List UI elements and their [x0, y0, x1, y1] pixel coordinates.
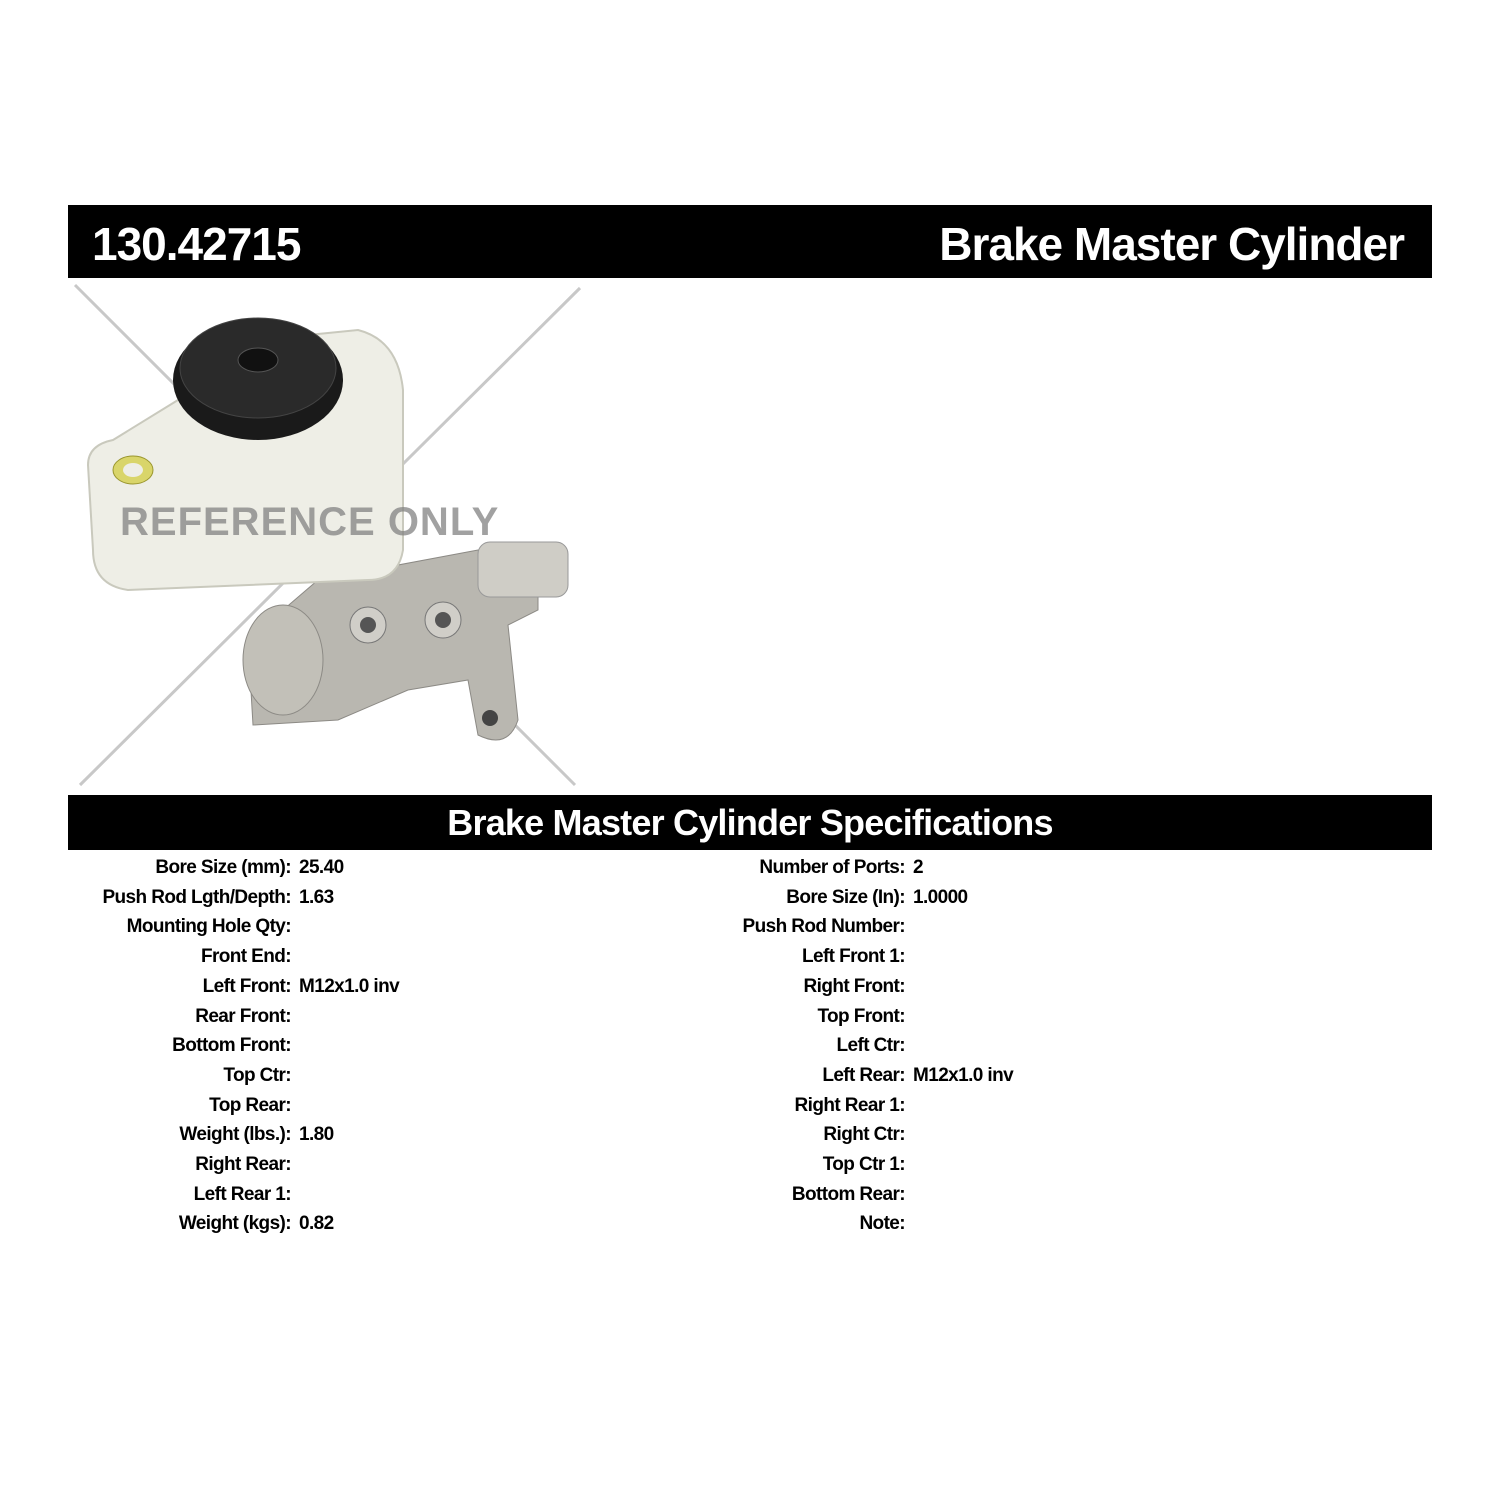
- spec-label: Left Front 1:: [801, 946, 906, 968]
- spec-value: 0.82: [299, 1213, 334, 1235]
- spec-label: Top Ctr 1:: [822, 1154, 906, 1175]
- spec-label: Left Rear 1:: [193, 1183, 292, 1205]
- spec-row: Bore Size (In): 1.0000: [0, 883, 968, 913]
- part-number: 130.42715: [92, 218, 301, 270]
- spec-row: Top Ctr 1:: [0, 1150, 906, 1180]
- spec-label: Right Ctr:: [823, 1124, 905, 1146]
- spec-label: Mounting Hole Qty:: [126, 916, 292, 938]
- spec-row: Push Rod Number:: [0, 912, 906, 942]
- spec-row: Rear Front:: [0, 1002, 291, 1032]
- spec-label: Left Front:: [202, 975, 292, 997]
- spec-row: Front End:: [0, 942, 292, 972]
- spec-label: Right Rear:: [195, 1154, 291, 1175]
- spec-label: Top Front:: [817, 1005, 905, 1027]
- spec-label: Right Front:: [803, 975, 906, 997]
- spec-label: Front End:: [200, 946, 292, 968]
- spec-label: Left Ctr:: [836, 1035, 906, 1057]
- reference-only-watermark: REFERENCE ONLY: [120, 500, 500, 544]
- spec-label: Top Rear:: [209, 1094, 291, 1116]
- part-name: Brake Master Cylinder: [939, 218, 1405, 270]
- spec-label: Right Rear 1:: [794, 1094, 906, 1116]
- spec-row: Right Rear:: [0, 1150, 291, 1180]
- spec-row: Right Ctr:: [0, 1120, 905, 1150]
- spec-value: M12x1.0 inv: [299, 975, 400, 997]
- spec-label: Left Rear:: [822, 1064, 905, 1086]
- spec-row: Top Ctr:: [0, 1061, 291, 1091]
- spec-row: Left Ctr:: [0, 1031, 906, 1061]
- spec-row: Mounting Hole Qty:: [0, 912, 292, 942]
- spec-label: Bore Size (mm):: [155, 857, 291, 878]
- spec-value: 1.0000: [913, 886, 968, 908]
- spec-label: Number of Ports:: [759, 857, 905, 878]
- title-bar: 130.42715 Brake Master Cylinder: [68, 205, 1432, 278]
- spec-row: Note:: [0, 1209, 905, 1239]
- spec-row: Bottom Rear:: [0, 1180, 906, 1210]
- master-cylinder-body: [242, 541, 569, 741]
- spec-row: Push Rod Lgth/Depth: 1.63: [0, 883, 334, 913]
- spec-row: Top Front:: [0, 1002, 905, 1032]
- spec-row: Bore Size (mm): 25.40: [0, 853, 344, 883]
- spec-value: 1.80: [299, 1124, 334, 1146]
- spec-row: Left Rear 1:: [0, 1180, 292, 1210]
- spec-row: Right Rear 1:: [0, 1091, 906, 1121]
- spec-value: 2: [913, 857, 924, 878]
- spec-label: Push Rod Lgth/Depth:: [102, 886, 291, 908]
- reservoir-cap: [173, 317, 343, 440]
- spec-label: Note:: [859, 1213, 905, 1235]
- spec-row: Weight (lbs.): 1.80: [0, 1120, 334, 1150]
- spec-value: 25.40: [299, 857, 344, 878]
- spec-label: Top Ctr:: [223, 1064, 291, 1086]
- spec-row: Number of Ports: 2: [0, 853, 923, 883]
- spec-row: Left Front 1:: [0, 942, 906, 972]
- product-image: REFERENCE ONLY: [68, 280, 588, 792]
- specifications-heading: Brake Master Cylinder Specifications: [68, 795, 1432, 850]
- spec-row: Weight (kgs): 0.82: [0, 1209, 334, 1239]
- spec-label: Bore Size (In):: [786, 886, 905, 908]
- spec-row: Left Front: M12x1.0 inv: [0, 972, 400, 1002]
- spec-row: Right Front:: [0, 972, 906, 1002]
- spec-label: Bottom Front:: [172, 1035, 291, 1057]
- spec-label: Push Rod Number:: [742, 916, 906, 938]
- spec-label: Weight (kgs):: [178, 1213, 292, 1235]
- spec-row: Bottom Front:: [0, 1031, 291, 1061]
- spec-label: Rear Front:: [195, 1005, 291, 1027]
- spec-row: Left Rear: M12x1.0 inv: [0, 1061, 1013, 1091]
- spec-label: Weight (lbs.):: [179, 1124, 291, 1146]
- spec-label: Bottom Rear:: [791, 1183, 906, 1205]
- spec-row: Top Rear:: [0, 1091, 291, 1121]
- spec-value: 1.63: [299, 886, 334, 908]
- spec-value: M12x1.0 inv: [913, 1064, 1014, 1086]
